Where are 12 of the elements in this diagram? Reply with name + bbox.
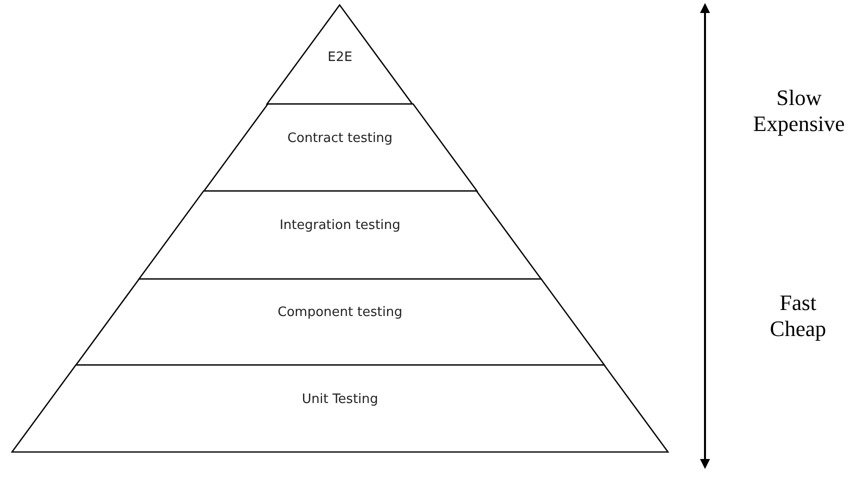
tier-label: Contract testing [286,130,394,146]
pyramid-tier [76,279,604,365]
tier-label: Unit Testing [300,392,380,407]
tier-label: Component testing [276,305,404,320]
pyramid-tier [138,191,542,279]
tier-label: E2E [326,50,354,65]
tier-label: Integration testing [278,218,402,234]
pyramid-tier [12,365,668,452]
axis-note: Fast Cheap [768,290,828,342]
axis-note: Slow Expensive [752,85,846,137]
pyramid-tier [267,5,413,104]
pyramid-tier [204,104,476,191]
